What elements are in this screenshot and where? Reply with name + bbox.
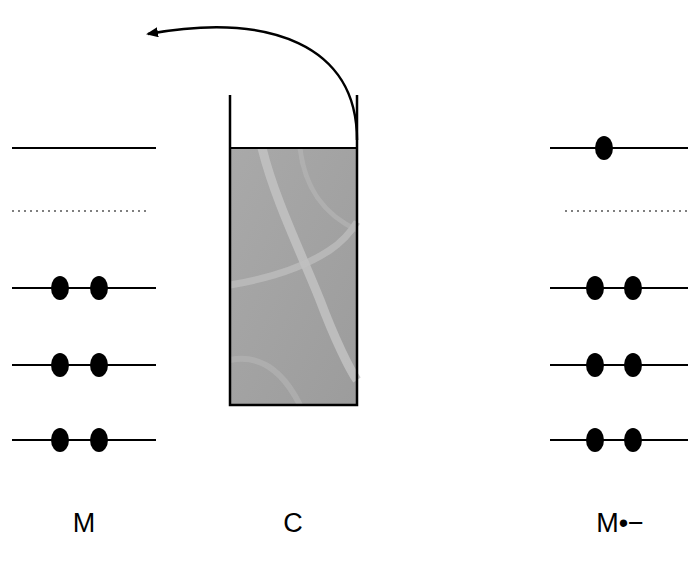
beaker bbox=[230, 95, 357, 405]
species-label: M•− bbox=[596, 510, 644, 537]
levels-m bbox=[12, 148, 156, 440]
electrons-m bbox=[51, 276, 108, 452]
levels-m-anion bbox=[550, 148, 688, 440]
species-label: M bbox=[73, 510, 96, 537]
electrons-m-anion bbox=[586, 136, 642, 452]
species-label: C bbox=[283, 510, 303, 537]
transfer-arrow bbox=[148, 27, 357, 140]
